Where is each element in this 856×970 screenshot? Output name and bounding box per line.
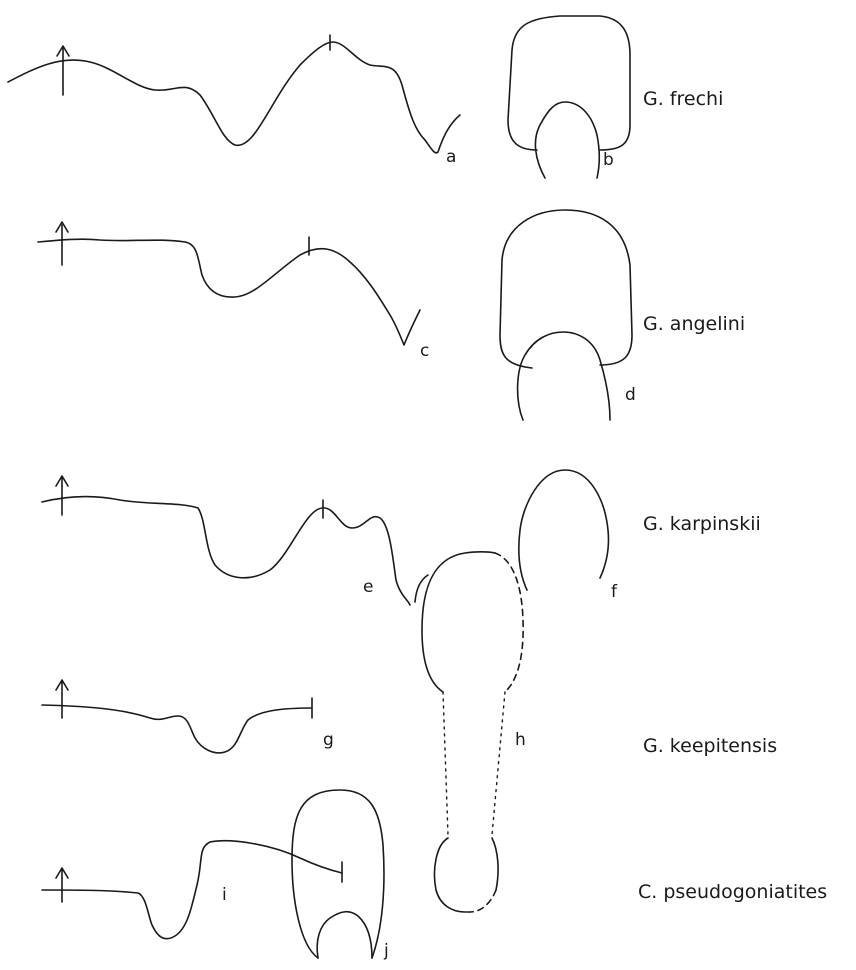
cross-section-f xyxy=(519,470,609,590)
cross-section-d xyxy=(500,210,632,420)
panel-label-c: c xyxy=(420,341,429,361)
suture-line-g xyxy=(42,680,312,753)
species-label-keepitensis: G. keepitensis xyxy=(643,735,777,757)
species-label-frechi: G. frechi xyxy=(643,88,723,110)
panel-label-e: e xyxy=(363,577,373,597)
suture-line-i xyxy=(42,841,342,939)
cross-section-h xyxy=(422,552,523,912)
cross-section-j xyxy=(292,790,384,958)
species-label-pseudogoniatites: C. pseudogoniatites xyxy=(638,881,827,903)
panel-label-j: j xyxy=(383,941,389,961)
panel-label-a: a xyxy=(446,147,456,167)
panel-label-g: g xyxy=(323,730,334,750)
suture-line-c xyxy=(38,222,420,345)
panel-label-i: i xyxy=(222,885,227,905)
panel-label-h: h xyxy=(515,730,526,750)
suture-line-a xyxy=(8,35,460,153)
species-label-karpinskii: G. karpinskii xyxy=(643,513,761,535)
panel-label-d: d xyxy=(625,385,636,405)
panel-label-b: b xyxy=(603,150,614,170)
panel-label-f: f xyxy=(611,582,618,602)
species-label-angelini: G. angelini xyxy=(643,313,745,335)
